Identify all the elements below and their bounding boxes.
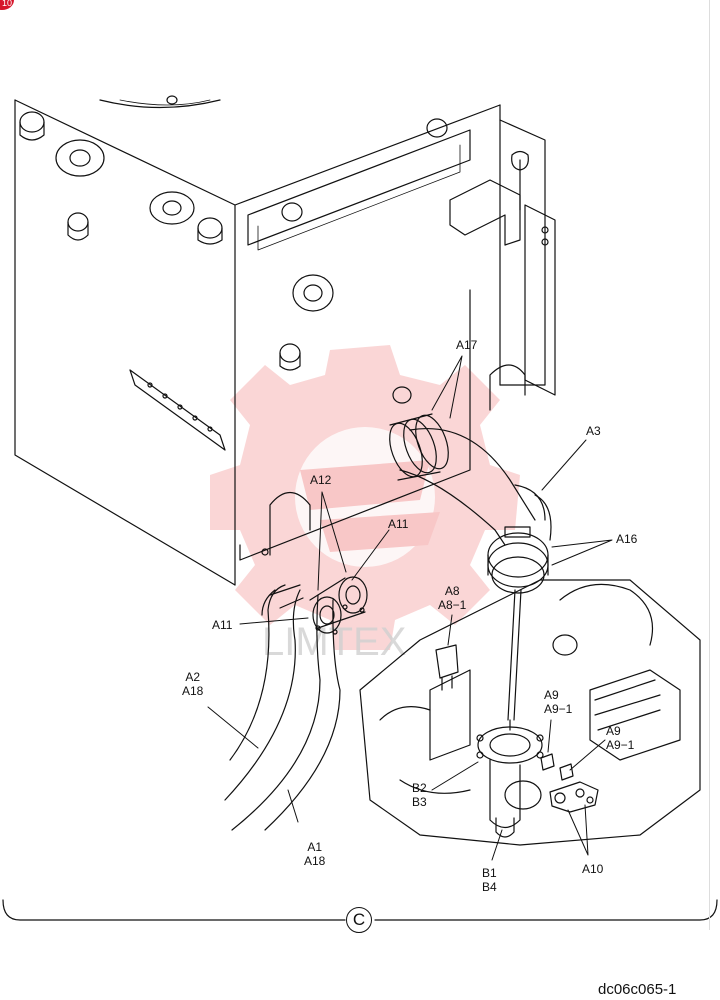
watermark-logo: [210, 345, 520, 650]
pump-assembly: [359, 579, 701, 846]
hose-clamps: [309, 576, 368, 635]
view-letter-circle: C: [346, 907, 372, 933]
callout-a11-right: A11: [388, 517, 409, 531]
callout-a17: A17: [456, 338, 478, 352]
tank-body: [14, 95, 556, 586]
callout-a12: A12: [310, 473, 332, 487]
page-number-badge: 10: [0, 0, 14, 10]
figure-code: dc06c065-1: [598, 981, 677, 998]
suction-pipe: [389, 413, 552, 721]
view-bracket: [2, 899, 718, 921]
callout-a3: A3: [586, 424, 601, 438]
callout-a11-left: A11: [212, 618, 233, 632]
page-edge-mark: [709, 0, 710, 930]
callout-a16: A16: [616, 532, 638, 546]
leader-lines: [207, 355, 613, 861]
callout-a10: A10: [582, 862, 604, 876]
